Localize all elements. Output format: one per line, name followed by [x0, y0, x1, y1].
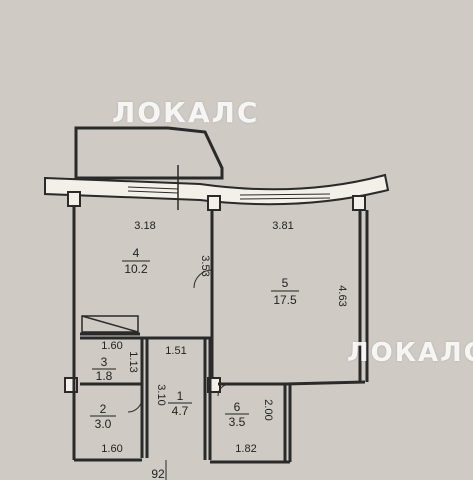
room-4-number: 4: [133, 246, 140, 260]
dim-room1-width: 1.51: [165, 345, 186, 357]
walls: [72, 206, 369, 464]
room-2-area: 3.0: [95, 417, 112, 431]
dim-room4-depth: 3.53: [199, 255, 211, 276]
dimension-labels: 3.18 3.53 3.81 4.63 1.60 1.13 1.51 3.10 …: [101, 220, 348, 480]
room-5-number: 5: [282, 276, 289, 290]
column-right: [352, 195, 366, 211]
room-4-area: 10.2: [124, 262, 148, 276]
column-left: [67, 191, 81, 207]
room-1-number: 1: [177, 389, 184, 403]
room-1-area: 4.7: [172, 404, 189, 418]
watermark-bottom: ЛОКАЛС: [347, 338, 473, 368]
facade-wall: [44, 173, 390, 206]
dim-room5-depth: 4.63: [336, 285, 348, 306]
dim-room3-depth: 1.13: [127, 351, 139, 372]
room-6-number: 6: [234, 400, 241, 414]
dim-room3-width: 1.60: [101, 340, 122, 352]
dim-room4-width: 3.18: [134, 220, 155, 232]
dim-room1-depth: 3.10: [155, 384, 167, 405]
room-3-area: 1.8: [96, 369, 113, 383]
dim-room6-depth: 2.00: [262, 399, 274, 420]
room-3-number: 3: [101, 355, 108, 369]
column-middle: [207, 195, 221, 211]
balcony-outline: [74, 126, 224, 180]
dim-room2-width: 1.60: [101, 443, 122, 455]
dim-corridor: 92: [151, 467, 165, 480]
niche: [81, 315, 139, 333]
dim-room6-width: 1.82: [235, 443, 256, 455]
room-2-number: 2: [100, 402, 107, 416]
room-5-area: 17.5: [273, 293, 297, 307]
doors: [127, 269, 231, 413]
room-labels: 4 10.2 5 17.5 3 1.8 2 3.0 1 4.7 6 3.5: [90, 246, 299, 431]
watermark-top: ЛОКАЛС: [112, 96, 260, 129]
dim-room5-width: 3.81: [272, 220, 293, 232]
facade-windows: [127, 186, 331, 200]
room-6-area: 3.5: [229, 415, 246, 429]
